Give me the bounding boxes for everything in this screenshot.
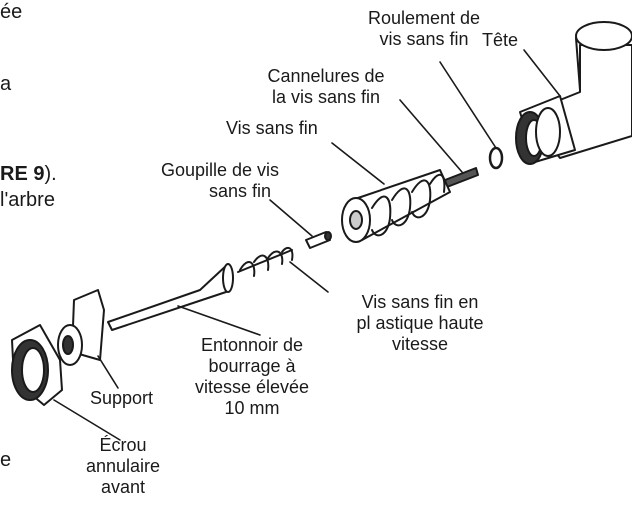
leader-line-roulement [439, 61, 497, 149]
label-cannelures-line-1: Cannelures de [267, 66, 385, 86]
label-ecrou-line-1: Écrou [99, 435, 147, 455]
head-part [515, 21, 632, 165]
label-roulement-line-1: Roulement de [367, 8, 481, 28]
label-entonnoir-line-1: Entonnoir de [200, 335, 304, 355]
leader-line-cannelures [399, 99, 463, 173]
figure-ref-suffix: ). [44, 163, 57, 185]
label-ecrou: Écrou annulaire avant [68, 435, 178, 498]
auger-pin-part [305, 231, 332, 249]
auger-part [341, 169, 451, 243]
label-roulement-line-2: vis sans fin [379, 29, 469, 49]
leader-line-entonnoir [177, 305, 261, 336]
label-vis-sans-fin: Vis sans fin [226, 118, 318, 138]
label-cannelures-line-2: la vis sans fin [271, 87, 381, 107]
left-text-line-2: a [0, 73, 12, 95]
left-text-line-1: ée [0, 1, 23, 23]
support-part [57, 289, 105, 366]
bearing-ring-part [488, 146, 504, 170]
label-goupille: Goupille de vis sans fin [150, 160, 290, 202]
leader-line-ecrou [53, 399, 121, 441]
leader-line-tete [523, 49, 561, 97]
plastic-auger-part [237, 246, 294, 277]
label-entonnoir-line-4: 10 mm [224, 398, 280, 418]
label-ecrou-line-2: annulaire [85, 456, 161, 476]
label-ecrou-line-3: avant [100, 477, 146, 497]
label-entonnoir-line-2: bourrage à [208, 356, 296, 376]
label-tete: Tête [482, 30, 519, 50]
ring-nut-part [11, 324, 63, 406]
label-entonnoir-line-3: vitesse élevée [194, 377, 310, 397]
label-vis-plastique-line-1: Vis sans fin en [361, 292, 479, 312]
label-entonnoir: Entonnoir de bourrage à vitesse élevée 1… [172, 335, 332, 419]
label-roulement: Roulement de vis sans fin [344, 8, 504, 50]
label-goupille-line-1: Goupille de vis [160, 160, 280, 180]
label-vis-plastique-line-2: pl astique haute [356, 313, 484, 333]
label-goupille-line-2: sans fin [208, 181, 272, 201]
stuffing-funnel-part [107, 263, 234, 331]
left-text-line-4: l'arbre [0, 189, 55, 211]
label-vis-plastique-line-3: vitesse [391, 334, 449, 354]
figure-ref: RE 9 [0, 163, 45, 185]
leader-line-vis-sans-fin [331, 142, 385, 185]
label-cannelures: Cannelures de la vis sans fin [246, 66, 406, 108]
left-text-line-5: e [0, 449, 12, 471]
leader-line-vis-plastique [289, 261, 329, 293]
leader-line-support [97, 355, 119, 389]
label-vis-plastique: Vis sans fin en pl astique haute vitesse [330, 292, 510, 355]
left-text-line-3: RE 9). [0, 162, 57, 186]
label-support: Support [90, 388, 154, 408]
leader-line-goupille [269, 199, 313, 237]
